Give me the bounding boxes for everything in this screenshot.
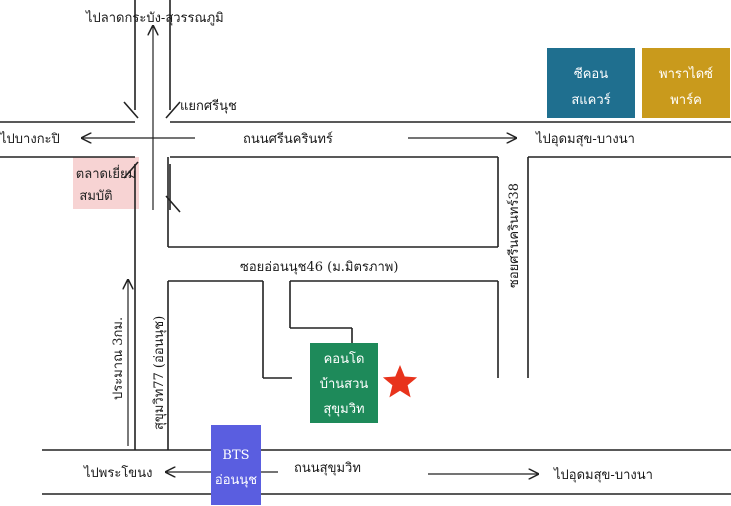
yiam-sombat-market-box bbox=[73, 157, 139, 209]
srinakarin-junction-right-top bbox=[165, 101, 181, 119]
label-sukhumvit-road: ถนนสุขุมวิท bbox=[294, 461, 361, 476]
label-srinakarin-road: ถนนศรีนครินทร์ bbox=[243, 131, 333, 147]
label-sukhumvit77: สุขุมวิท77 (อ่อนนุช) bbox=[152, 316, 167, 430]
condo-label-2: บ้านสวน bbox=[320, 377, 369, 392]
condo-label-3: สุขุมวิท bbox=[323, 402, 364, 417]
label-to-phra-khanong: ไปพระโขนง bbox=[83, 465, 152, 481]
yiam-sombat-market-label-2: สมบัติ bbox=[79, 189, 112, 204]
label-srinut-junction: แยกศรีนุช bbox=[180, 98, 237, 114]
label-to-bang-kapi: ไปบางกะปิ bbox=[0, 131, 60, 147]
label-to-udomsuk-bottom: ไปอุดมสุข-บางนา bbox=[553, 467, 653, 483]
bts-onnut-box bbox=[211, 425, 261, 505]
ban-suan-sukhumvit-condo-box bbox=[310, 343, 378, 423]
paradise-park-label-2: พาร์ค bbox=[670, 92, 702, 108]
bts-label-1: BTS bbox=[222, 448, 249, 463]
label-soi-onnut46: ซอยอ่อนนุช46 (ม.มิตรภาพ) bbox=[240, 260, 398, 275]
paradise-park-box bbox=[642, 48, 730, 118]
srinakarin-junction-left-top bbox=[123, 101, 139, 119]
seacon-square-box bbox=[547, 48, 635, 118]
label-to-udomsuk-top: ไปอุดมสุข-บางนา bbox=[535, 131, 635, 147]
label-approx-3km: ประมาณ 3กม. bbox=[111, 317, 126, 400]
condo-label-1: คอนโด bbox=[324, 351, 365, 367]
yiam-sombat-market-label-1: ตลาดเยี่ยม bbox=[76, 165, 136, 182]
bts-label-2: อ่อนนุช bbox=[215, 473, 257, 488]
seacon-square-label-2: สแควร์ bbox=[571, 92, 610, 108]
seacon-square-label-1: ซีคอน bbox=[574, 66, 608, 82]
paradise-park-label-1: พาราไดซ์ bbox=[659, 66, 713, 82]
srinakarin-junction-left-bottom bbox=[123, 161, 139, 179]
label-soi-srinakarin38: ซอยศรีนครินทร์38 bbox=[506, 183, 522, 288]
label-to-lat-krabang: ไปลาดกระบัง-สุวรรณภูมิ bbox=[85, 10, 224, 26]
star-icon bbox=[382, 365, 418, 398]
